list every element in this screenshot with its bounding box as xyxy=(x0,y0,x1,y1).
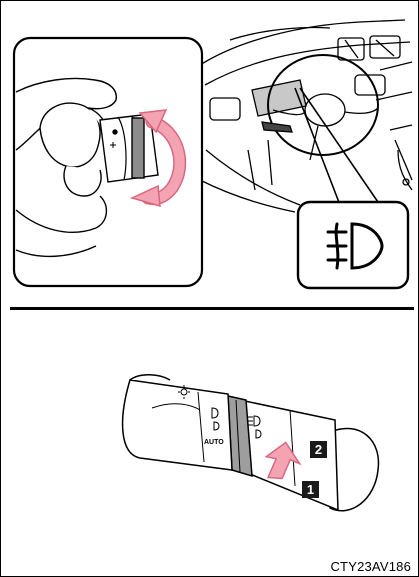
svg-text:AUTO: AUTO xyxy=(204,439,224,446)
step-1-badge: 1 xyxy=(302,481,319,498)
figure-code-label: CTY23AV186 xyxy=(330,559,411,574)
light-switch-stalk xyxy=(123,375,379,511)
step-2-badge: 2 xyxy=(310,441,327,458)
